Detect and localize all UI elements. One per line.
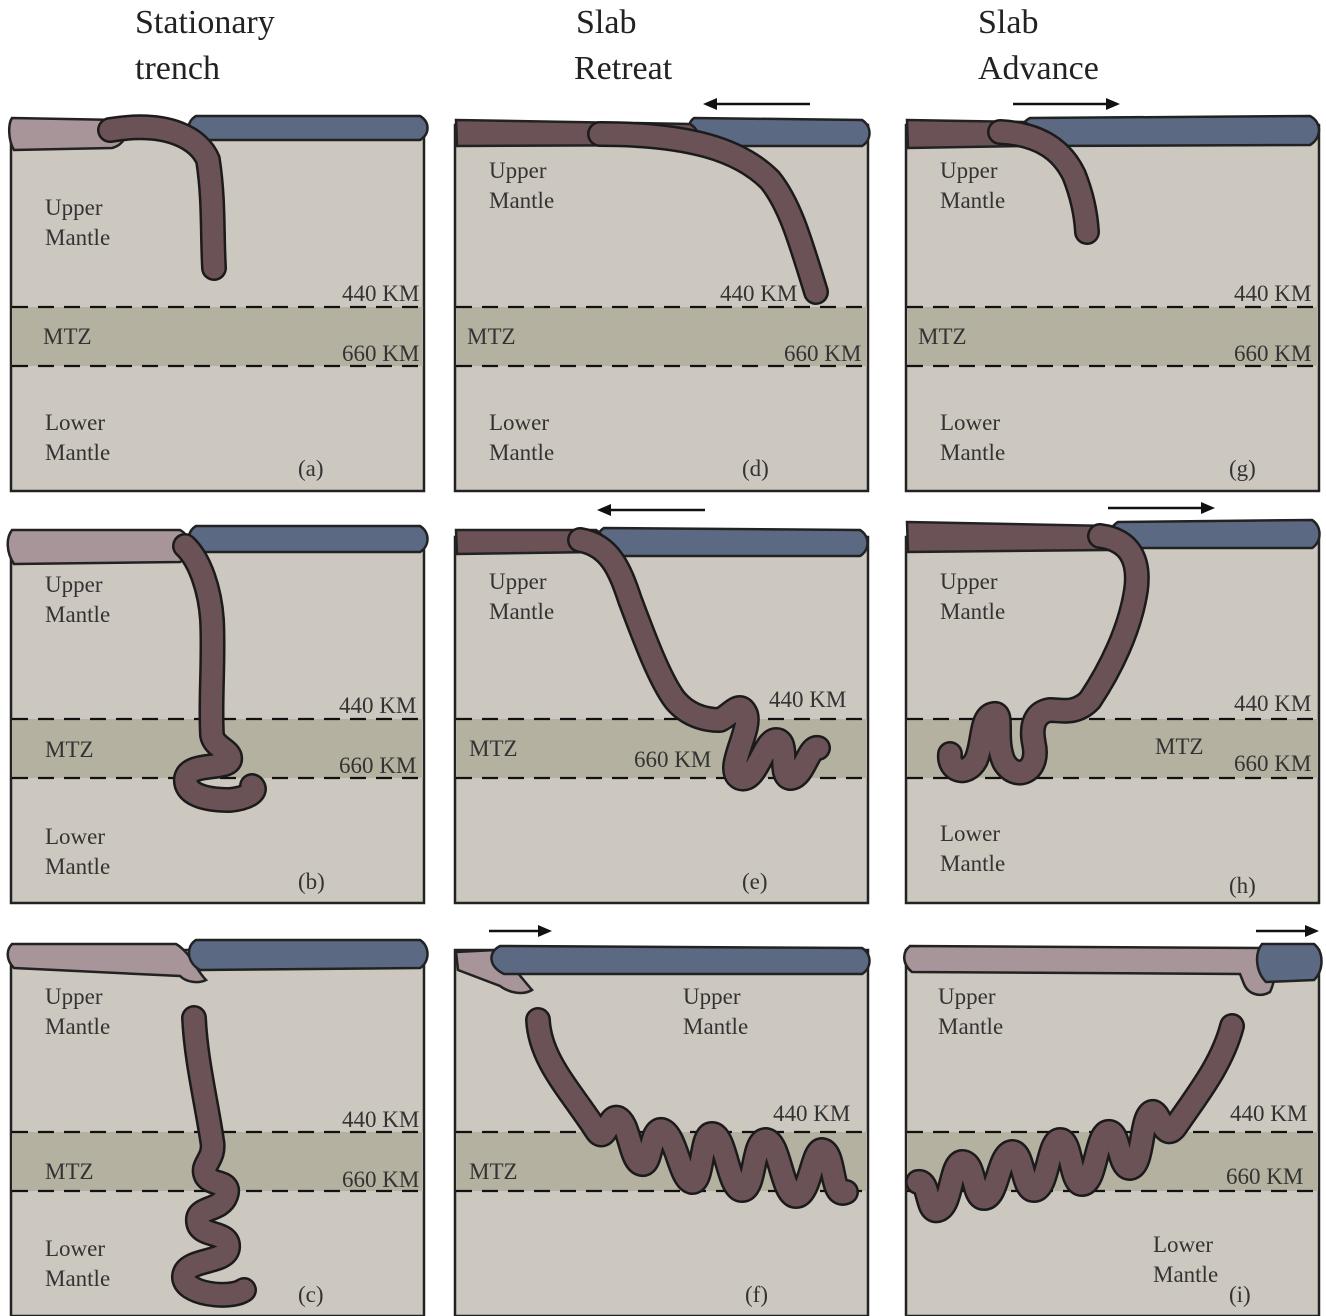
overriding-plate [491, 946, 869, 974]
downgoing-plate [907, 522, 1118, 552]
panel-label: (i) [1229, 1282, 1251, 1307]
overriding-plate [1257, 944, 1321, 982]
depth-440-label: 440 KM [1234, 281, 1311, 306]
panel-label: (e) [742, 869, 768, 894]
overriding-plate [189, 940, 428, 970]
panel-i: Upper Mantle 440 KM 660 KM Lower Mantle … [904, 931, 1321, 1316]
panel-label: (d) [742, 456, 769, 481]
depth-660-label: 660 KM [1234, 751, 1311, 776]
column-title-advance: Slab Advance [978, 4, 1099, 87]
mtz-label: MTZ [918, 324, 967, 349]
panel-f: Upper Mantle 440 KM MTZ (f) [455, 931, 870, 1316]
lower-mantle-label-2: Mantle [489, 440, 554, 465]
upper-mantle-label-2: Mantle [938, 1014, 1003, 1039]
depth-660-label: 660 KM [1234, 341, 1311, 366]
upper-mantle-label-2: Mantle [45, 1014, 110, 1039]
upper-mantle-label-1: Upper [683, 984, 741, 1009]
lower-mantle-label-1: Lower [1153, 1232, 1213, 1257]
lower-mantle-label-1: Lower [45, 824, 105, 849]
lower-mantle-label-2: Mantle [45, 854, 110, 879]
panel-c: Upper Mantle 440 KM MTZ 660 KM Lower Man… [8, 940, 428, 1316]
depth-660-label: 660 KM [1226, 1164, 1303, 1189]
downgoing-plate [8, 530, 189, 564]
depth-440-label: 440 KM [773, 1101, 850, 1126]
panel-label: (b) [298, 869, 325, 894]
upper-mantle-label-1: Upper [940, 569, 998, 594]
upper-mantle-label-1: Upper [489, 569, 547, 594]
upper-mantle-label-1: Upper [940, 158, 998, 183]
lower-mantle-label-2: Mantle [940, 440, 1005, 465]
mtz-label: MTZ [1155, 734, 1204, 759]
overriding-plate [1111, 520, 1320, 548]
depth-660-label: 660 KM [339, 753, 416, 778]
upper-mantle-label-1: Upper [45, 195, 103, 220]
mtz-label: MTZ [469, 736, 518, 761]
column-title-retreat: Slab Retreat [574, 4, 673, 87]
column-title-line2: trench [135, 50, 220, 87]
upper-mantle-label-2: Mantle [45, 602, 110, 627]
lower-mantle-label-2: Mantle [45, 1266, 110, 1291]
panel-label: (c) [298, 1282, 324, 1307]
upper-mantle-label-1: Upper [45, 572, 103, 597]
depth-440-label: 440 KM [342, 1107, 419, 1132]
column-title-line1: Slab [576, 4, 636, 41]
upper-mantle-label-2: Mantle [940, 188, 1005, 213]
depth-440-label: 440 KM [339, 693, 416, 718]
overriding-plate [597, 528, 868, 556]
upper-mantle-label-1: Upper [45, 984, 103, 1009]
column-title-line2: Advance [978, 50, 1099, 87]
lower-mantle-label-1: Lower [45, 1236, 105, 1261]
panel-d: Upper Mantle 440 KM MTZ 660 KM Lower Man… [455, 104, 870, 491]
panel-b: Upper Mantle 440 KM MTZ 660 KM Lower Man… [8, 526, 428, 903]
column-title-line1: Slab [978, 4, 1038, 41]
panel-a: Upper Mantle 440 KM MTZ 660 KM Lower Man… [9, 116, 427, 491]
lower-mantle-label-2: Mantle [1153, 1262, 1218, 1287]
mtz-label: MTZ [469, 1159, 518, 1184]
upper-mantle-label-2: Mantle [489, 188, 554, 213]
overriding-plate [189, 526, 428, 552]
upper-mantle-label-2: Mantle [683, 1014, 748, 1039]
panel-h: Upper Mantle 440 KM MTZ 660 KM Lower Man… [906, 508, 1320, 903]
upper-mantle-label-2: Mantle [45, 225, 110, 250]
panel-label: (a) [298, 456, 324, 481]
panel-e: Upper Mantle 440 KM MTZ 660 KM (e) [455, 510, 868, 903]
overriding-plate [1021, 116, 1319, 146]
depth-660-label: 660 KM [634, 747, 711, 772]
mtz-label: MTZ [43, 324, 92, 349]
mtz-label: MTZ [45, 1159, 94, 1184]
upper-mantle-label-2: Mantle [489, 599, 554, 624]
depth-660-label: 660 KM [342, 1167, 419, 1192]
column-title-line1: Stationary [135, 4, 275, 41]
lower-mantle-label-2: Mantle [940, 851, 1005, 876]
lower-mantle-label-1: Lower [489, 410, 549, 435]
panel-label: (h) [1229, 873, 1256, 898]
depth-440-label: 440 KM [720, 281, 797, 306]
lower-mantle-label-2: Mantle [45, 440, 110, 465]
panel-label: (g) [1229, 456, 1256, 481]
depth-440-label: 440 KM [342, 281, 419, 306]
lower-mantle-label-1: Lower [940, 821, 1000, 846]
lower-mantle-label-1: Lower [940, 410, 1000, 435]
lower-mantle-label-1: Lower [45, 410, 105, 435]
depth-440-label: 440 KM [1234, 691, 1311, 716]
depth-660-label: 660 KM [342, 341, 419, 366]
panel-g: Upper Mantle 440 KM MTZ 660 KM Lower Man… [906, 104, 1319, 491]
overriding-plate [189, 116, 428, 140]
column-title-stationary: Stationary trench [135, 4, 275, 87]
column-title-line2: Retreat [574, 50, 673, 87]
upper-mantle-label-2: Mantle [940, 599, 1005, 624]
panel-label: (f) [745, 1282, 768, 1307]
upper-mantle-label-1: Upper [489, 158, 547, 183]
depth-660-label: 660 KM [784, 341, 861, 366]
upper-mantle-label-1: Upper [938, 984, 996, 1009]
mtz-label: MTZ [467, 324, 516, 349]
mtz-label: MTZ [45, 737, 94, 762]
depth-440-label: 440 KM [769, 687, 846, 712]
depth-440-label: 440 KM [1230, 1101, 1307, 1126]
